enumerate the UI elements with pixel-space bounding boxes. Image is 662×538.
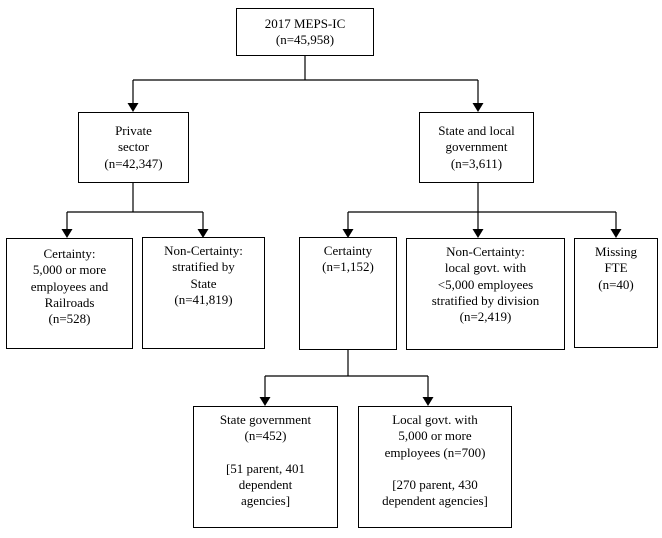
arrow-down-icon (127, 103, 139, 112)
node-government-non-certainty-label: Non-Certainty: local govt. with <5,000 e… (431, 244, 540, 324)
node-private-certainty-label: Certainty: 5,000 or more employees and R… (30, 246, 109, 326)
arrow-down-icon (422, 397, 434, 406)
node-2017-meps-ic-label: 2017 MEPS-IC (n=45,958) (264, 15, 346, 47)
connector-stategov-to-level3 (347, 183, 617, 229)
arrow-down-icon (61, 229, 73, 238)
node-private-sector-label: Private sector (n=42,347) (104, 123, 163, 171)
node-private-sector: Private sector (n=42,347) (78, 112, 189, 183)
node-government-certainty-label: Certainty (n=1,152) (322, 243, 374, 275)
node-2017-meps-ic: 2017 MEPS-IC (n=45,958) (236, 8, 374, 56)
node-private-certainty: Certainty: 5,000 or more employees and R… (6, 238, 133, 349)
node-government-non-certainty: Non-Certainty: local govt. with <5,000 e… (406, 238, 565, 350)
arrow-down-icon (610, 229, 622, 238)
arrow-down-icon (472, 103, 484, 112)
node-private-non-certainty-label: Non-Certainty: stratified by State (n=41… (164, 243, 243, 307)
node-missing-fte-label: Missing FTE (n=40) (595, 244, 637, 292)
node-state-government-label: State government (n=452) [51 parent, 401… (219, 412, 312, 509)
arrow-down-icon (472, 229, 484, 238)
node-state-government: State government (n=452) [51 parent, 401… (193, 406, 338, 528)
connector-certainty-to-level4 (264, 350, 429, 397)
node-state-local-government-label: State and local government (n=3,611) (438, 123, 515, 171)
node-government-certainty: Certainty (n=1,152) (299, 237, 397, 350)
node-private-non-certainty: Non-Certainty: stratified by State (n=41… (142, 237, 265, 349)
node-local-government-5000-plus-label: Local govt. with 5,000 or more employees… (382, 412, 488, 509)
connector-root-to-level2 (132, 56, 479, 103)
node-state-local-government: State and local government (n=3,611) (419, 112, 534, 183)
arrow-down-icon (342, 229, 354, 238)
arrow-down-icon (197, 229, 209, 238)
arrowhead-icons (61, 103, 622, 406)
arrow-down-icon (259, 397, 271, 406)
node-missing-fte: Missing FTE (n=40) (574, 238, 658, 348)
node-local-government-5000-plus: Local govt. with 5,000 or more employees… (358, 406, 512, 528)
connector-private-to-level3 (66, 183, 204, 229)
